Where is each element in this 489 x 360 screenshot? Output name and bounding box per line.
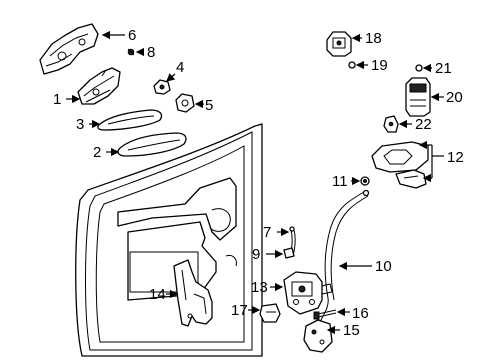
callout-2: 2 — [93, 144, 101, 161]
part-21-washer — [415, 64, 423, 72]
callout-7: 7 — [263, 224, 271, 241]
callout-4: 4 — [176, 59, 184, 76]
part-4-clip — [153, 79, 171, 95]
callout-1: 1 — [53, 91, 61, 108]
callout-10: 10 — [375, 258, 392, 275]
part-15-striker-plate — [303, 319, 333, 353]
part-16-bolt — [313, 309, 337, 320]
part-22-bracket — [383, 115, 399, 133]
callout-5: 5 — [205, 97, 213, 114]
part-11-nut — [360, 176, 370, 186]
part-5-bracket — [175, 93, 195, 113]
part-10-cable — [317, 189, 370, 331]
callout-6: 6 — [128, 27, 136, 44]
callout-9: 9 — [252, 246, 260, 263]
callout-11: 11 — [332, 173, 348, 190]
part-9-rod-clip — [283, 247, 295, 259]
callout-15: 15 — [343, 322, 360, 339]
part-12-latch-cover — [371, 141, 429, 189]
part-20-striker — [405, 77, 431, 117]
callout-21: 21 — [435, 60, 452, 77]
door-inner-panel — [75, 123, 263, 357]
part-13-lock-actuator — [283, 271, 333, 315]
part-6-handle-frame — [39, 23, 99, 75]
callout-14: 14 — [149, 286, 166, 303]
part-17-bracket — [259, 303, 281, 323]
callout-12: 12 — [447, 149, 464, 166]
callout-16: 16 — [352, 305, 369, 322]
part-18-hinge-block — [326, 31, 352, 57]
part-14-trim-bracket — [173, 259, 213, 327]
part-8-screw — [127, 48, 135, 56]
callout-18: 18 — [365, 30, 382, 47]
callout-20: 20 — [446, 89, 463, 106]
part-19-nut — [348, 61, 356, 69]
part-2-trim-strip — [117, 132, 187, 157]
callout-17: 17 — [231, 302, 248, 319]
callout-8: 8 — [147, 44, 155, 61]
callout-13: 13 — [251, 279, 268, 296]
part-3-handle-cover — [97, 109, 163, 131]
callout-19: 19 — [371, 57, 388, 74]
callout-22: 22 — [415, 116, 432, 133]
callout-3: 3 — [76, 116, 84, 133]
part-1-handle-assembly — [77, 67, 121, 105]
